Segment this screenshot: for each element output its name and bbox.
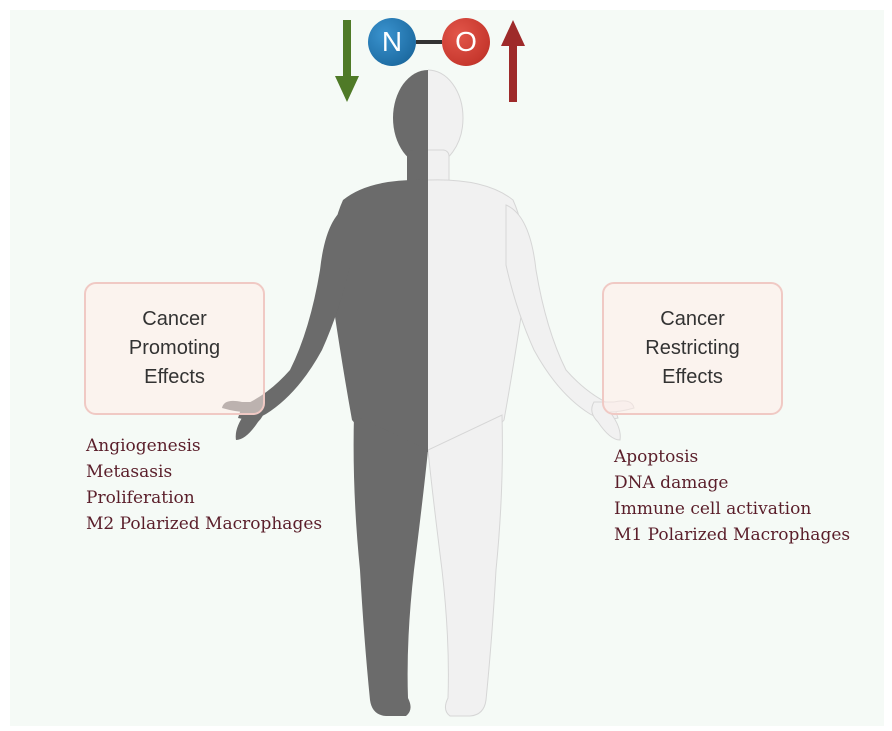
cancer-restricting-effects-list: Apoptosis DNA damage Immune cell activat… [614, 444, 850, 548]
figure-canvas: N O Cancer Promoting Effects Cancer Rest… [10, 10, 884, 726]
cancer-promoting-box: Cancer Promoting Effects [84, 282, 265, 415]
oxygen-atom: O [442, 18, 490, 66]
increase-arrow-icon [501, 20, 525, 102]
cancer-restricting-box: Cancer Restricting Effects [602, 282, 783, 415]
human-body-figure [222, 20, 635, 717]
list-item: Proliferation [86, 488, 195, 508]
list-item: Angiogenesis [86, 436, 201, 456]
list-item: Immune cell activation [614, 499, 812, 519]
list-item: M1 Polarized Macrophages [614, 525, 851, 545]
list-item: Apoptosis [614, 447, 699, 467]
list-item: M2 Polarized Macrophages [86, 514, 323, 534]
cancer-promoting-effects-list: Angiogenesis Metasasis Proliferation M2 … [86, 433, 322, 537]
box-heading-line: Effects [662, 366, 723, 388]
box-heading-line: Promoting [128, 337, 221, 359]
box-heading-line: Cancer [660, 308, 725, 330]
list-item: Metasasis [86, 462, 173, 482]
list-item: DNA damage [614, 473, 729, 493]
box-heading-line: Effects [144, 366, 205, 388]
box-heading-line: Restricting [645, 337, 740, 359]
box-heading-line: Cancer [142, 308, 207, 330]
molecule-bond [416, 40, 442, 44]
decrease-arrow-icon [335, 20, 359, 102]
nitrogen-atom: N [368, 18, 416, 66]
